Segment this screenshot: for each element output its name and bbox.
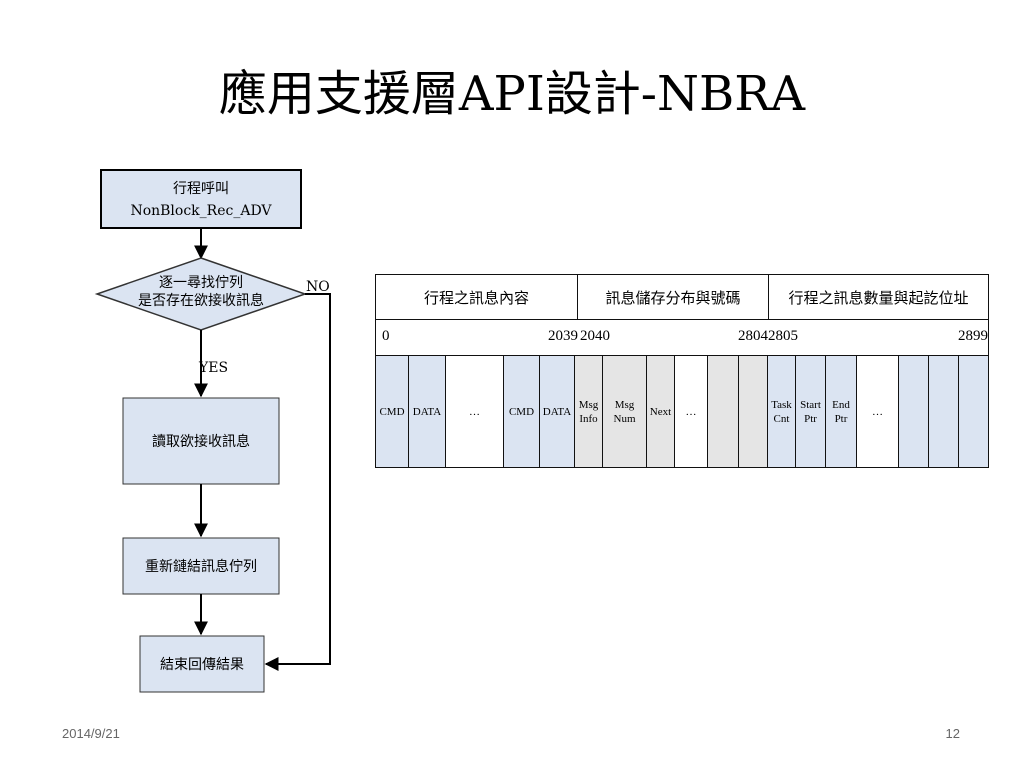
flow-decision: 逐一尋找佇列 是否存在欲接收訊息	[94, 257, 308, 331]
flow-decision-line1: 逐一尋找佇列	[159, 275, 243, 291]
memory-layout-index-row: 0 2039 2040 2804 2805 2899	[376, 320, 988, 356]
memory-cell	[708, 356, 739, 467]
memory-cell	[959, 356, 988, 467]
memory-cell: Msg Info	[575, 356, 603, 467]
memory-cell	[739, 356, 768, 467]
arrow-no-path	[264, 293, 331, 671]
index-label: 2040	[580, 328, 610, 344]
memory-cell: …	[675, 356, 708, 467]
flow-read-box: 讀取欲接收訊息	[122, 397, 280, 485]
footer-page-number: 12	[945, 726, 960, 741]
memory-cell: DATA	[540, 356, 575, 467]
memory-cell: DATA	[409, 356, 446, 467]
memory-cell: CMD	[504, 356, 540, 467]
memory-cell: End Ptr	[826, 356, 857, 467]
flow-start-line1: 行程呼叫	[173, 181, 229, 197]
index-label: 2804	[738, 328, 768, 344]
memory-cell	[929, 356, 959, 467]
flow-start-box: 行程呼叫 NonBlock_Rec_ADV	[100, 169, 302, 229]
memory-cell: Task Cnt	[768, 356, 796, 467]
index-label: 0	[382, 328, 390, 344]
flow-end-box: 結束回傳結果	[139, 635, 265, 693]
memory-cell: Msg Num	[603, 356, 647, 467]
memory-layout-header-row: 行程之訊息內容 訊息儲存分布與號碼 行程之訊息數量與起訖位址	[376, 275, 988, 320]
flow-yes-label: YES	[198, 360, 228, 376]
memory-cell: Next	[647, 356, 675, 467]
memory-header-message-count: 行程之訊息數量與起訖位址	[768, 275, 988, 319]
memory-cell: …	[857, 356, 899, 467]
flow-end-label: 結束回傳結果	[160, 657, 244, 673]
flow-relink-label: 重新鏈結訊息佇列	[145, 558, 257, 575]
memory-cell: …	[446, 356, 504, 467]
memory-header-message-storage: 訊息儲存分布與號碼	[577, 275, 768, 319]
memory-cell: CMD	[376, 356, 409, 467]
index-label: 2899	[958, 328, 988, 344]
flow-no-label: NO	[306, 279, 330, 295]
flow-read-label: 讀取欲接收訊息	[152, 433, 250, 450]
memory-cell: Start Ptr	[796, 356, 826, 467]
flow-relink-box: 重新鏈結訊息佇列	[122, 537, 280, 595]
memory-cell	[899, 356, 929, 467]
footer-date: 2014/9/21	[62, 726, 120, 741]
index-label: 2805	[768, 328, 798, 344]
index-label: 2039	[548, 328, 578, 344]
flow-decision-line2: 是否存在欲接收訊息	[138, 292, 264, 309]
slide-title: 應用支援層API設計-NBRA	[218, 66, 806, 122]
memory-layout-table: 行程之訊息內容 訊息儲存分布與號碼 行程之訊息數量與起訖位址 0 2039 20…	[375, 274, 989, 468]
flow-start-line2: NonBlock_Rec_ADV	[130, 203, 272, 219]
memory-header-message-content: 行程之訊息內容	[423, 290, 529, 307]
